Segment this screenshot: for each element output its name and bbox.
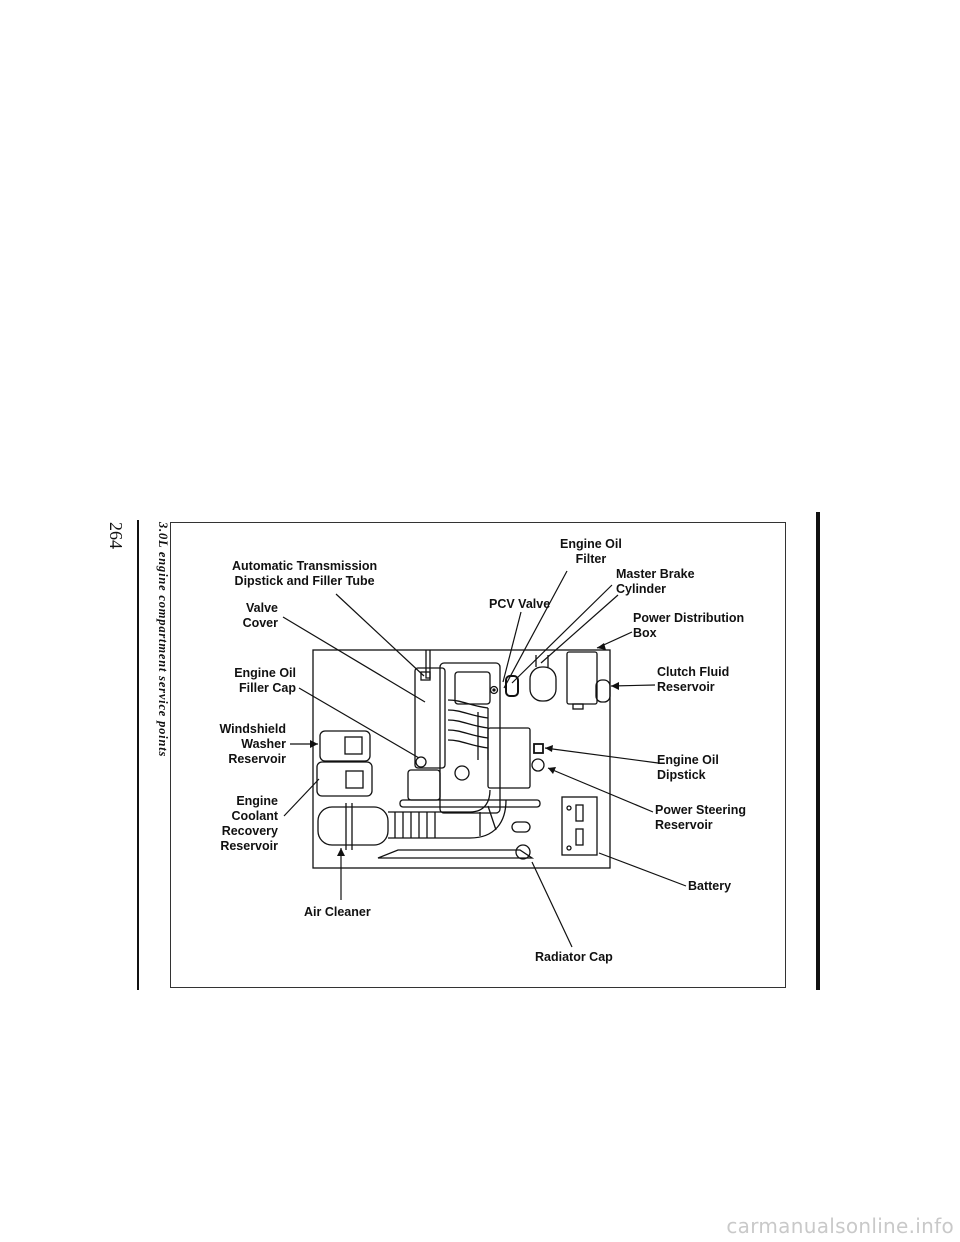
label-battery: Battery <box>688 879 732 893</box>
label-clutch-fluid-reservoir: Clutch Fluid Reservoir <box>657 665 730 694</box>
battery <box>561 796 598 856</box>
label-engine-oil-dipstick: Engine Oil Dipstick <box>657 753 719 782</box>
label-valve-cover: Valve Cover <box>242 601 278 630</box>
label-engine-oil-filler-cap: Engine Oil Filler Cap <box>234 666 296 695</box>
margin-rule <box>137 520 139 990</box>
clutch-fluid-reservoir <box>595 679 611 703</box>
label-air-cleaner: Air Cleaner <box>304 905 371 919</box>
compartment-outline <box>312 649 611 869</box>
label-engine-oil-filter: Engine Oil Filter <box>560 537 622 566</box>
engine-block <box>439 662 501 814</box>
power-steering-reservoir <box>531 758 545 772</box>
right-margin-rule <box>816 512 820 990</box>
air-cleaner <box>317 806 389 846</box>
radiator-cap <box>515 844 531 860</box>
engine-oil-filler-cap <box>415 756 427 768</box>
watermark: carmanualsonline.info <box>726 1214 954 1238</box>
windshield-washer-reservoir <box>319 730 371 762</box>
figure-frame <box>170 522 786 988</box>
engine-oil-dipstick <box>533 743 544 754</box>
label-master-brake-cylinder: Master Brake Cylinder <box>616 567 695 596</box>
coolant-recovery-reservoir <box>316 761 373 797</box>
master-brake-cylinder <box>529 666 557 702</box>
label-windshield-washer-reservoir: Windshield Washer Reservoir <box>219 722 286 766</box>
label-power-distribution-box: Power Distribution Box <box>633 611 745 640</box>
label-automatic-transmission: Automatic Transmission Dipstick and Fill… <box>232 559 378 588</box>
label-engine-coolant-recovery-reservoir: Engine Coolant Recovery Reservoir <box>220 794 278 853</box>
label-radiator-cap: Radiator Cap <box>535 950 613 964</box>
label-power-steering-reservoir: Power Steering Reservoir <box>655 803 746 832</box>
power-distribution-box <box>566 651 598 705</box>
label-pcv-valve: PCV Valve <box>489 597 551 611</box>
